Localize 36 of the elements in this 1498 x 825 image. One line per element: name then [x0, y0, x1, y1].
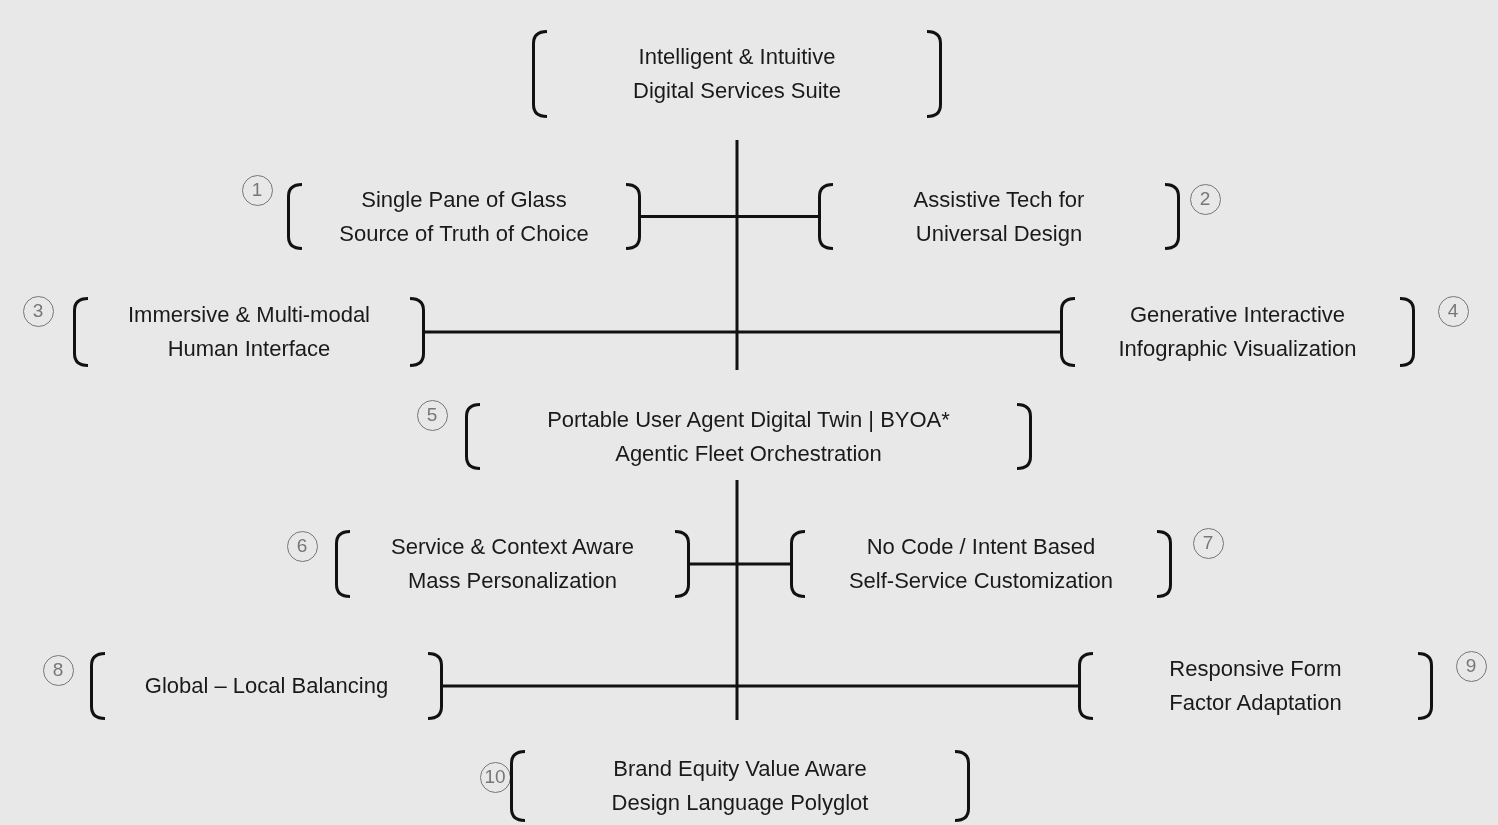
node-text: No Code / Intent Based Self-Service Customization [847, 533, 1115, 595]
bracket-frame [1078, 652, 1433, 720]
bracket-frame [1060, 297, 1415, 367]
bracket-frame [287, 183, 641, 250]
node-text: Assistive Tech for Universal Design [912, 185, 1086, 248]
bracket-frame [532, 30, 942, 118]
callout-number: 8 [52, 660, 64, 680]
bracket-frame [335, 530, 690, 598]
connector-line [641, 215, 818, 218]
callout-number: 9 [1465, 656, 1477, 676]
bracket-frame [73, 297, 425, 367]
node-text: Single Pane of Glass Source of Truth of Choice [338, 185, 590, 248]
callout-number: 4 [1447, 301, 1459, 321]
bracket-frame [790, 530, 1172, 598]
bracket-frame [818, 183, 1180, 250]
node-text: Service & Context Aware Mass Personalization [390, 533, 635, 595]
callout-number: 10 [484, 767, 506, 787]
callout-number: 2 [1199, 189, 1211, 209]
connector-line [690, 562, 790, 566]
bracket-frame [510, 750, 970, 822]
node-text: Intelligent & Intuitive Digital Services Suite [632, 43, 842, 105]
node-text: Immersive & Multi-modal Human Interface [126, 301, 371, 363]
node-text: Global – Local Balancing [144, 672, 389, 700]
callout-number: 3 [32, 301, 44, 321]
connector-line [425, 330, 1060, 334]
node-text: Generative Interactive Infographic Visualization [1117, 301, 1358, 363]
node-text: Responsive Form Factor Adaptation [1168, 655, 1343, 717]
node-text: Portable User Agent Digital Twin | BYOA* Agentic Fleet Orchestration [546, 405, 951, 468]
callout-number: 7 [1202, 533, 1214, 553]
callout-number: 5 [426, 405, 438, 425]
connector-line [443, 684, 1078, 688]
callout-number: 6 [296, 536, 308, 556]
bracket-frame [465, 403, 1032, 470]
node-text: Brand Equity Value Aware Design Language Polyglot [610, 755, 870, 817]
bracket-frame [90, 652, 443, 720]
callout-number: 1 [251, 180, 263, 200]
